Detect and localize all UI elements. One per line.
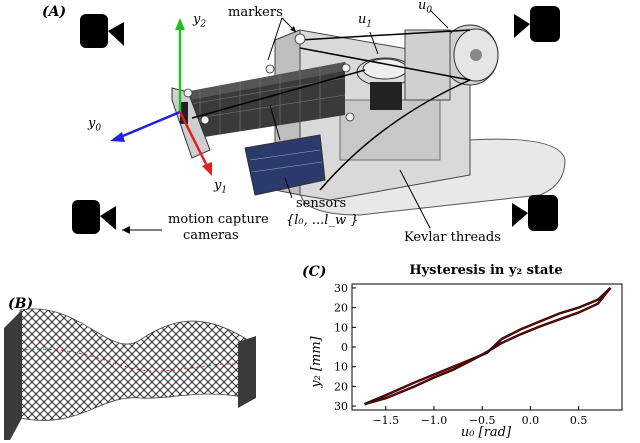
apparatus-illustration [72, 6, 566, 234]
hysteresis-chart: Hysteresis in y₂ state y₂ [mm] u₀ [rad] … [309, 263, 623, 440]
x-tick-label: −0.5 [469, 414, 496, 427]
x-tick-label: −1.0 [421, 414, 448, 427]
y-tick-label: 30 [334, 400, 348, 413]
camera-icon-bottom-left [72, 200, 116, 234]
wheel-u1 [356, 57, 414, 110]
markers-label: markers [228, 5, 283, 20]
deformed-lattice-render [4, 308, 256, 440]
camera-icon-top-right [514, 6, 560, 42]
x-tick-label: 0.0 [522, 414, 540, 427]
u0-label: u0 [418, 0, 433, 16]
u1-label: u1 [358, 12, 373, 30]
y-tick-label: 10 [334, 361, 348, 374]
y2-axis-label: y2 [193, 12, 207, 30]
sensors-set-label: {l₀, ...l_w } [286, 213, 359, 228]
lattice-beam [184, 62, 350, 140]
y-tick-label: 0 [341, 341, 348, 354]
x-axis-label: u₀ [rad] [461, 425, 512, 440]
y-axis-label: y₂ [mm] [309, 335, 324, 388]
x-tick-label: −1.5 [372, 414, 399, 427]
y-tick-label: 20 [334, 380, 348, 393]
panel-label-b: (B) [8, 296, 34, 312]
y-tick-label: 10 [334, 321, 348, 334]
x-tick-label: 0.5 [570, 414, 588, 427]
y-tick-label: 30 [334, 282, 348, 295]
kevlar-label: Kevlar threads [404, 230, 501, 245]
y1-axis-label: y1 [214, 178, 228, 196]
panel-label-c: (C) [302, 264, 327, 280]
wheel-u0 [441, 24, 499, 86]
camera-icon-top-left [80, 14, 124, 48]
mocap-label-line1: motion capture [168, 212, 269, 227]
kevlar-threads [191, 29, 471, 191]
coordinate-frame [110, 18, 212, 176]
y0-axis-label: y0 [88, 116, 102, 134]
mocap-label-line2: cameras [183, 228, 239, 243]
camera-icon-bottom-right [512, 195, 558, 231]
series-line [364, 287, 611, 405]
chart-title: Hysteresis in y₂ state [409, 263, 562, 278]
marker-spheres [183, 33, 355, 125]
series-line [364, 287, 611, 405]
y-tick-label: 20 [334, 302, 348, 315]
series-line-shadow [364, 287, 612, 406]
sensor-inset [244, 104, 326, 196]
series-line-shadow [364, 287, 612, 406]
panel-label-a: (A) [42, 4, 67, 20]
sensors-label: sensors [296, 196, 347, 211]
